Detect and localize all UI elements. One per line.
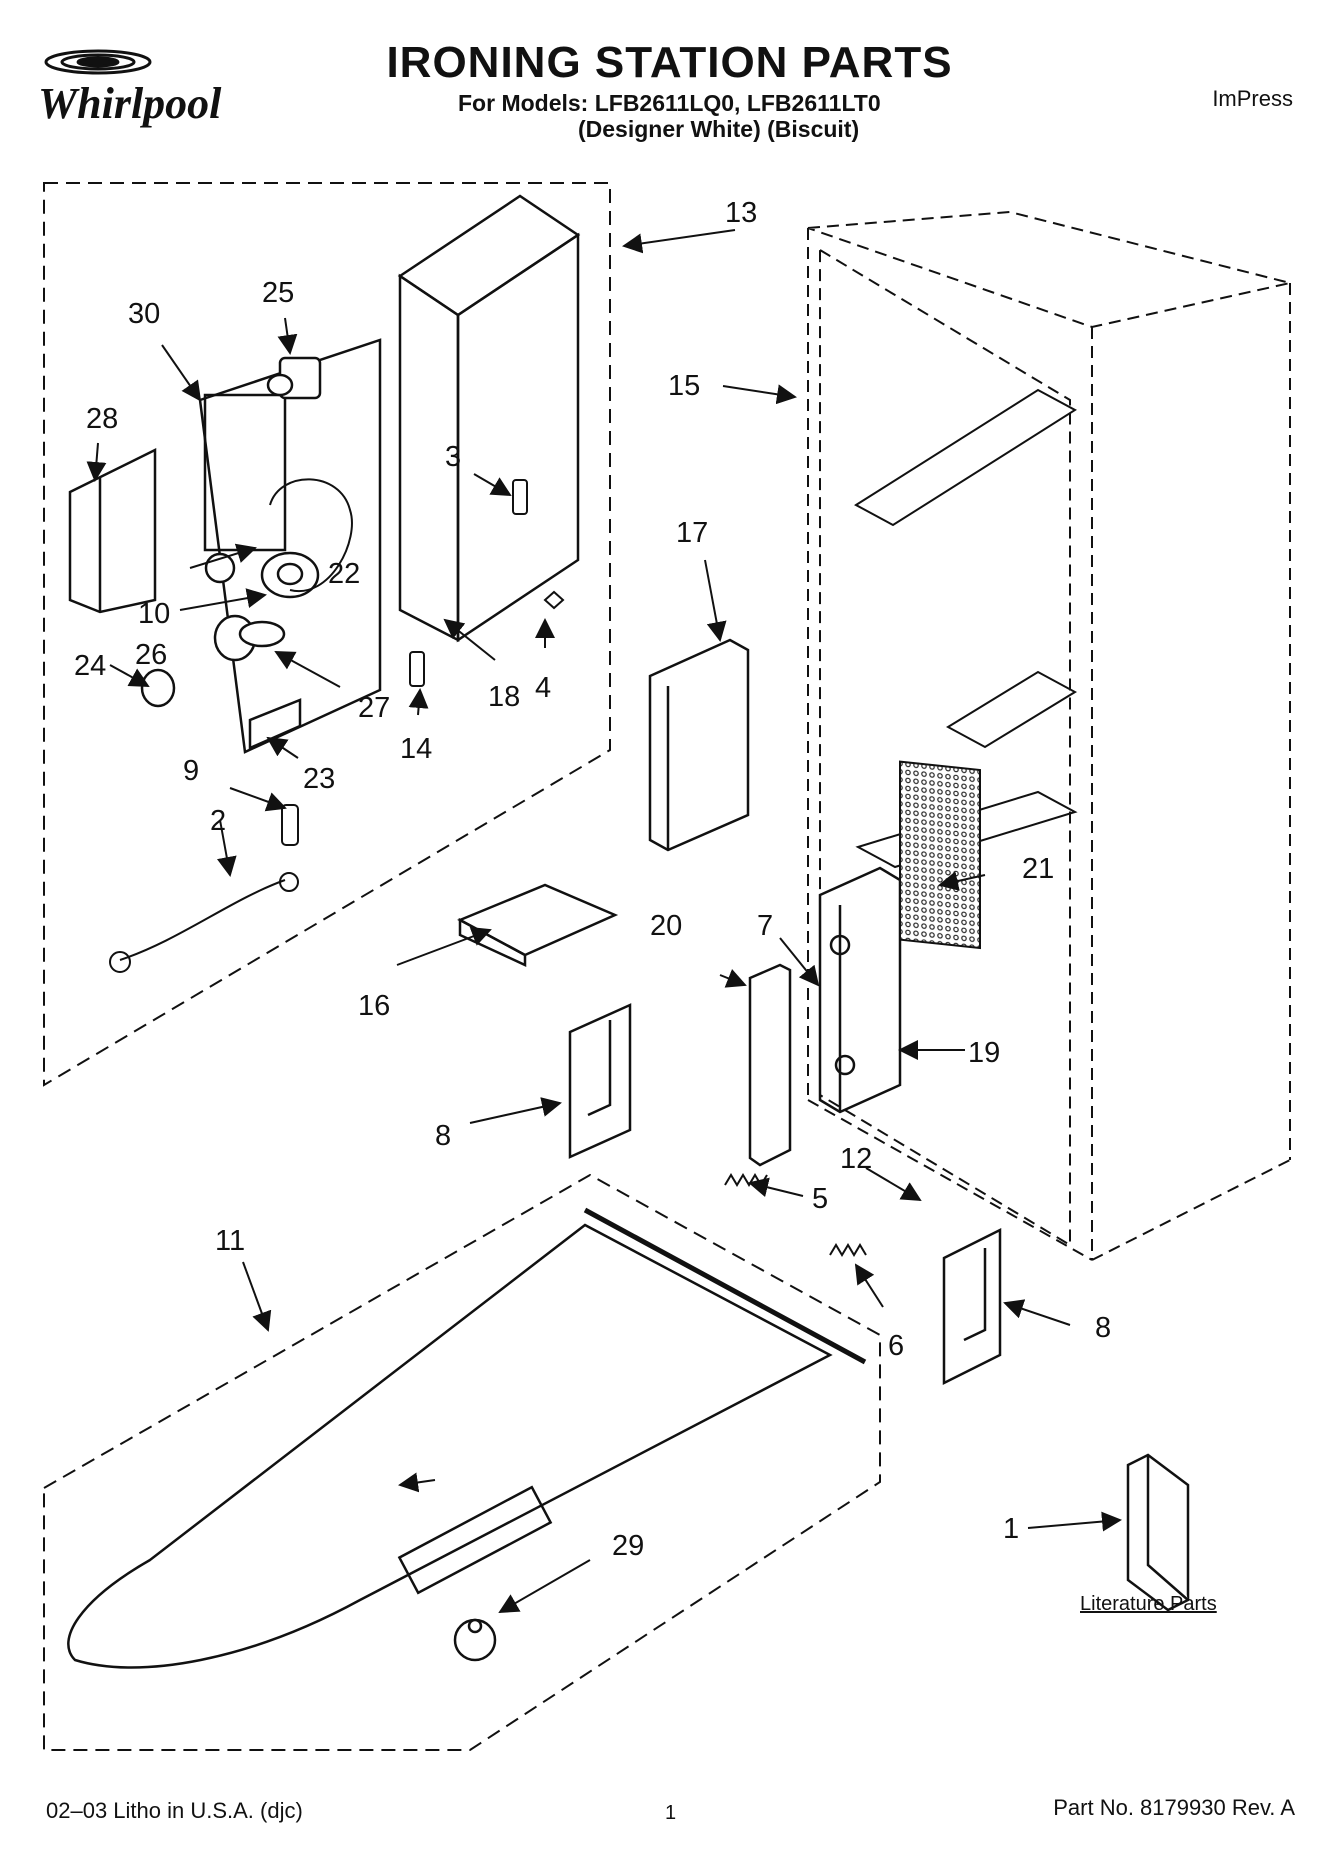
- callout-14: 14: [400, 733, 432, 765]
- callout-11: 11: [215, 1225, 245, 1257]
- electrical-assembly-boundary: [43, 182, 611, 1087]
- callout-18: 18: [488, 681, 520, 713]
- box-19: [818, 866, 902, 1114]
- gear-knob-29: [453, 1618, 497, 1662]
- callout-22: 22: [328, 558, 360, 590]
- back-enclosure: [397, 194, 581, 643]
- ironing-board: [67, 1207, 867, 1669]
- cabinet-outline: [807, 210, 1291, 1261]
- leader-arrows: [86, 229, 1122, 1614]
- models-line: For Models: LFB2611LQ0, LFB2611LT0: [458, 90, 881, 116]
- callout-4: 4: [535, 672, 551, 704]
- callout-23: 23: [303, 763, 335, 795]
- whirlpool-swirl-icon: [44, 49, 152, 75]
- callout-21: 21: [1022, 853, 1054, 885]
- callout-20: 20: [650, 910, 682, 942]
- page-title: IRONING STATION PARTS: [386, 38, 953, 87]
- callout-26: 26: [135, 639, 167, 671]
- callout-10: 10: [138, 598, 170, 630]
- callout-24: 24: [74, 650, 106, 682]
- receptacle-plate: [198, 338, 382, 754]
- panel-20: [748, 963, 792, 1167]
- callout-2: 2: [210, 805, 226, 837]
- callout-12: 12: [840, 1143, 872, 1175]
- callout-29: 29: [612, 1530, 644, 1562]
- side-bracket-left: [568, 1003, 632, 1159]
- whirlpool-logo: Whirlpool: [38, 49, 222, 128]
- callout-9: 9: [183, 755, 199, 787]
- footer-part-number: Part No. 8179930 Rev. A: [1053, 1795, 1295, 1820]
- literature-parts-label: Literature Parts: [1080, 1593, 1217, 1615]
- mesh-panel-21: [899, 760, 981, 950]
- callout-6: 6: [888, 1330, 904, 1362]
- side-bracket-right: [942, 1227, 1002, 1386]
- brand-tag: ImPress: [1212, 86, 1293, 111]
- callout-17: 17: [676, 517, 708, 549]
- callout-3: 3: [445, 441, 461, 473]
- components-small: [140, 356, 322, 708]
- shelf-16: [457, 883, 619, 967]
- callout-7: 7: [757, 910, 773, 942]
- callout-1: 1: [1003, 1513, 1019, 1545]
- callout-5: 5: [812, 1183, 828, 1215]
- trim-17: [648, 638, 750, 852]
- ironing-board-boundary: [43, 1173, 881, 1751]
- bracket-28: [68, 447, 157, 614]
- callouts: 13 15 30 25 28 3 17 22 10 26 24 27 18 4 …: [74, 197, 1217, 1615]
- callout-28: 28: [86, 403, 118, 435]
- callout-15: 15: [668, 370, 700, 402]
- colors-line: (Designer White) (Biscuit): [578, 116, 860, 142]
- callout-8-left: 8: [435, 1120, 451, 1152]
- footer-litho: 02–03 Litho in U.S.A. (djc): [46, 1798, 303, 1823]
- springs: [724, 1173, 867, 1257]
- callout-19: 19: [968, 1037, 1000, 1069]
- callout-25: 25: [262, 277, 294, 309]
- callout-30: 30: [128, 298, 160, 330]
- callout-13: 13: [725, 197, 757, 229]
- literature-book: [1126, 1453, 1190, 1612]
- brand-wordmark: Whirlpool: [38, 79, 222, 128]
- cord-and-screws: [109, 478, 565, 973]
- callout-16: 16: [358, 990, 390, 1022]
- callout-27: 27: [358, 692, 390, 724]
- callout-8-right: 8: [1095, 1312, 1111, 1344]
- footer-page-number: 1: [665, 1802, 677, 1824]
